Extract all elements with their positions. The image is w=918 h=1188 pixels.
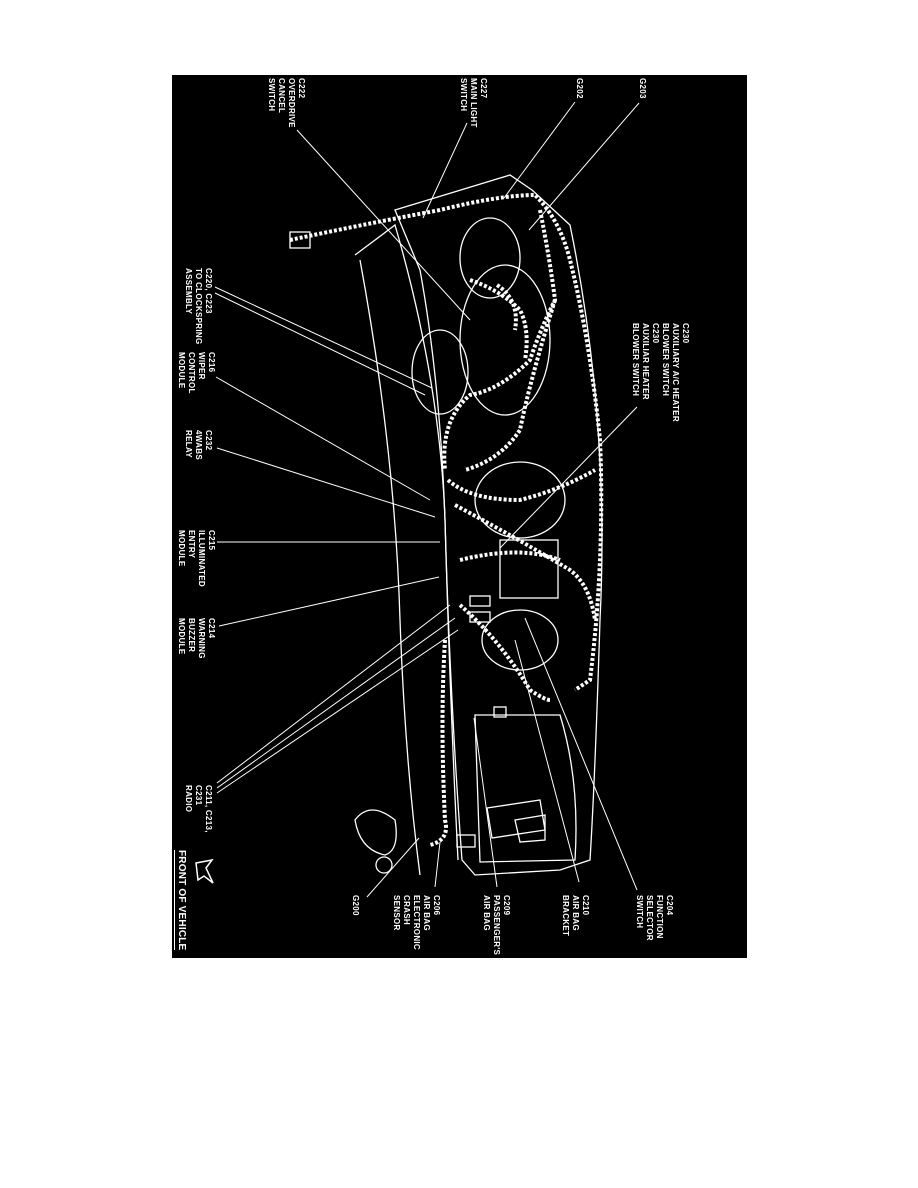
harness-bundles [289,192,604,847]
diagram-panel [172,75,747,958]
label-g202: G202 [575,78,584,99]
front-arrow-icon [195,858,214,884]
label-g200: G200 [351,895,360,916]
label-g203: G203 [638,78,647,99]
front-of-vehicle-label: FRONT OF VEHICLE [174,850,187,951]
dashboard-outline [354,174,603,876]
leader-lines [214,101,640,898]
connectors [289,231,507,874]
